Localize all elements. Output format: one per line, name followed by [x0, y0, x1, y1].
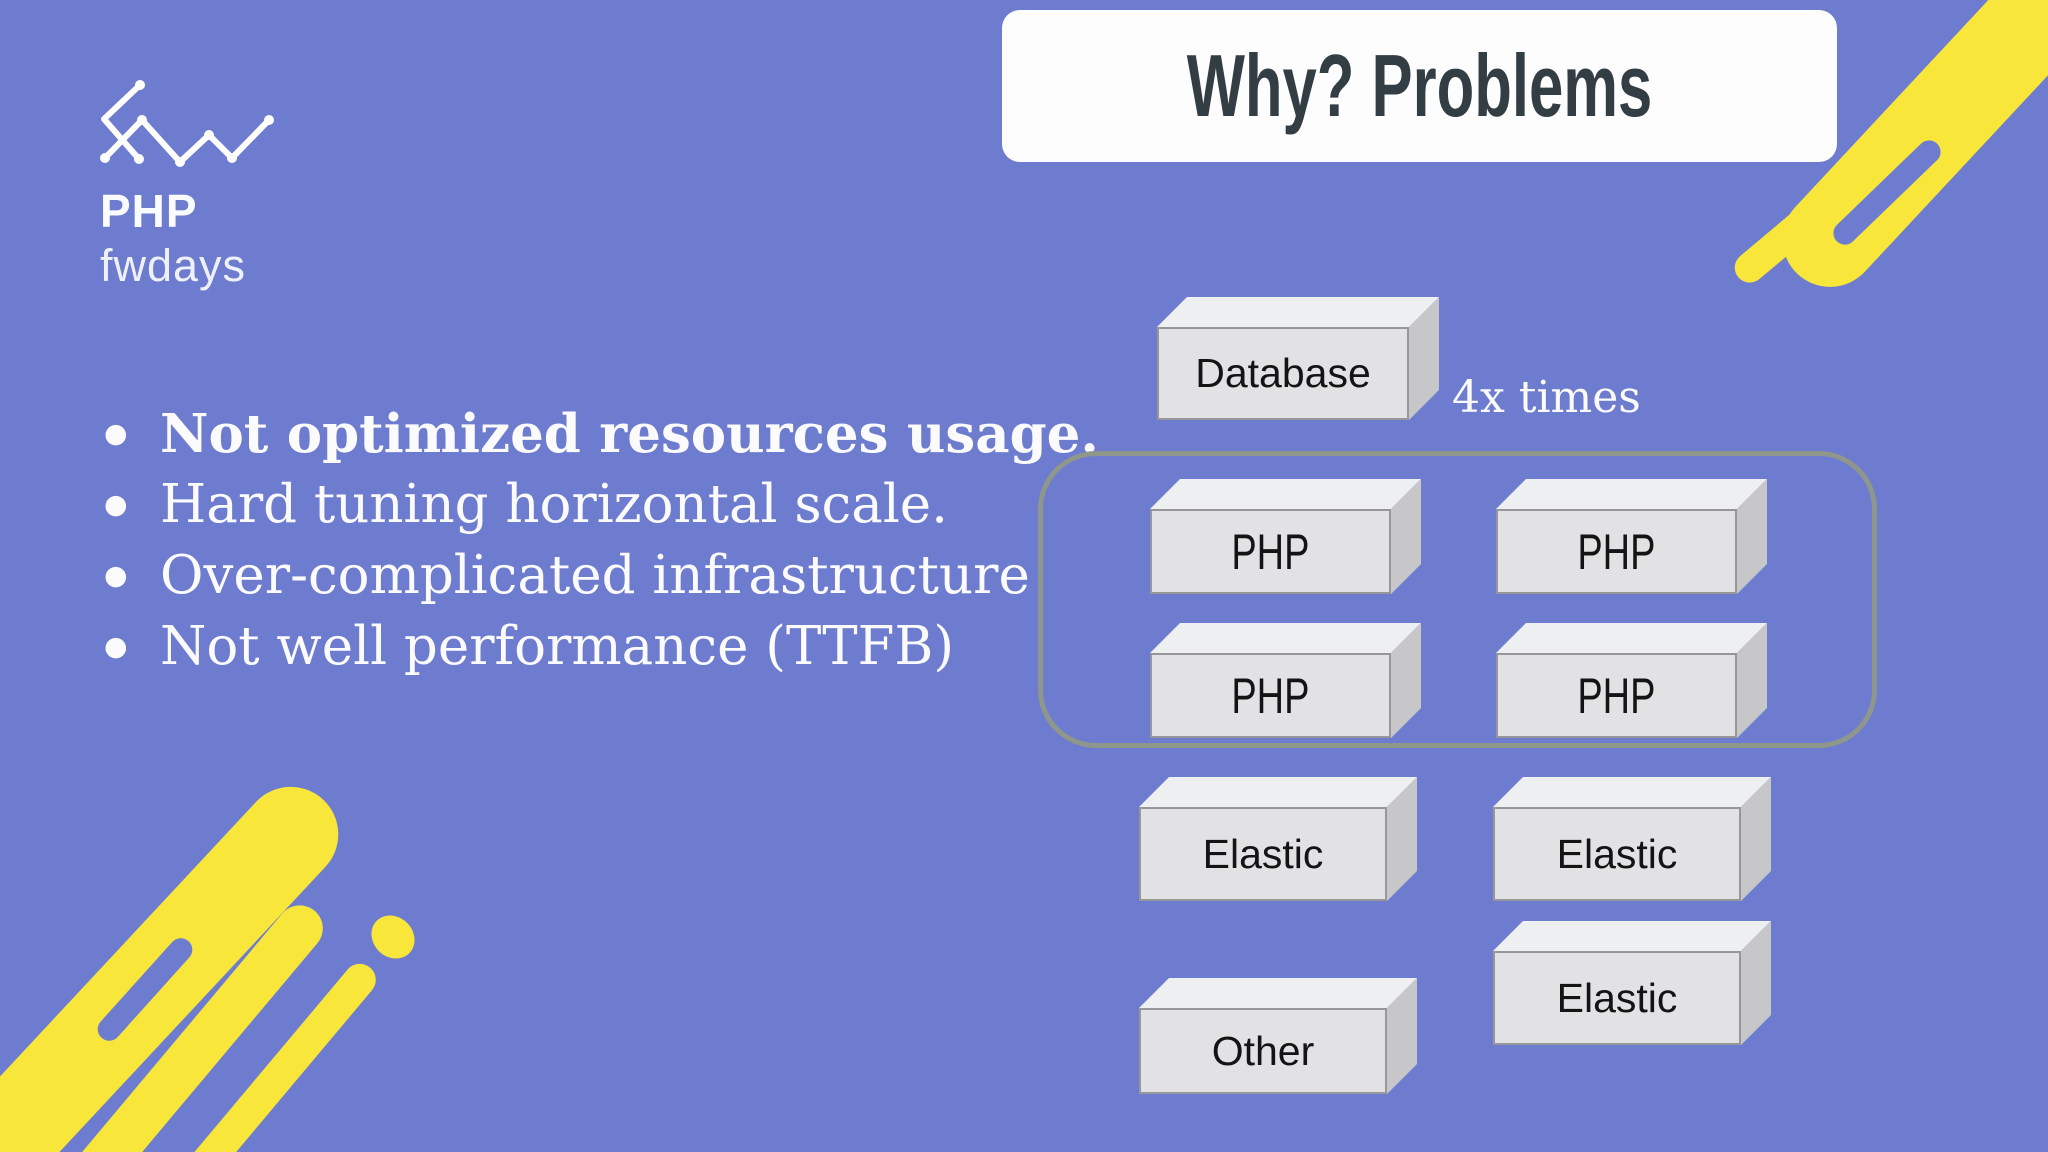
- php-box-label: PHP: [1577, 523, 1656, 580]
- php-box: PHP: [1150, 623, 1421, 738]
- other-box: Other: [1139, 978, 1417, 1094]
- bullet-item: ● Over-complicated infrastructure: [104, 545, 1030, 606]
- php-fwdays-logo: PHP fwdays: [100, 78, 280, 292]
- php-box: PHP: [1496, 623, 1767, 738]
- zigzag-chart-icon: [100, 80, 274, 167]
- elastic-box: Elastic: [1493, 777, 1771, 901]
- php-box-label: PHP: [1231, 523, 1310, 580]
- annotation-4x-times: 4x times: [1452, 372, 1641, 423]
- elastic-box-label: Elastic: [1556, 830, 1678, 877]
- bullet-dot: ●: [104, 560, 128, 591]
- php-box: PHP: [1150, 479, 1421, 594]
- elastic-box-label: Elastic: [1556, 974, 1678, 1021]
- php-box-label: PHP: [1577, 667, 1656, 724]
- logo-sub-text: fwdays: [100, 240, 247, 291]
- database-box: Database: [1157, 297, 1439, 420]
- logo-brand-text: PHP: [100, 185, 198, 237]
- elastic-box: Elastic: [1139, 777, 1417, 901]
- bullet-item: ● Not optimized resources usage.: [104, 402, 1099, 465]
- other-box-label: Other: [1211, 1027, 1315, 1074]
- page-title: Why? Problems: [1186, 36, 1653, 135]
- elastic-box: Elastic: [1493, 921, 1771, 1045]
- php-box: PHP: [1496, 479, 1767, 594]
- bullet-item: ● Hard tuning horizontal scale.: [104, 474, 948, 535]
- bullet-dot: ●: [104, 631, 128, 662]
- php-group-border: [1038, 451, 1877, 748]
- problems-bullet-list: ● Not optimized resources usage. ● Hard …: [104, 398, 1099, 682]
- bullet-dot: ●: [104, 418, 128, 449]
- title-card: Why? Problems: [1002, 10, 1837, 162]
- elastic-box-label: Elastic: [1202, 830, 1324, 877]
- database-box-label: Database: [1195, 350, 1371, 396]
- bullet-item: ● Not well performance (TTFB): [104, 616, 955, 677]
- decor-dot-bottom-left: [362, 906, 424, 968]
- php-box-label: PHP: [1231, 667, 1310, 724]
- bullet-dot: ●: [104, 489, 128, 520]
